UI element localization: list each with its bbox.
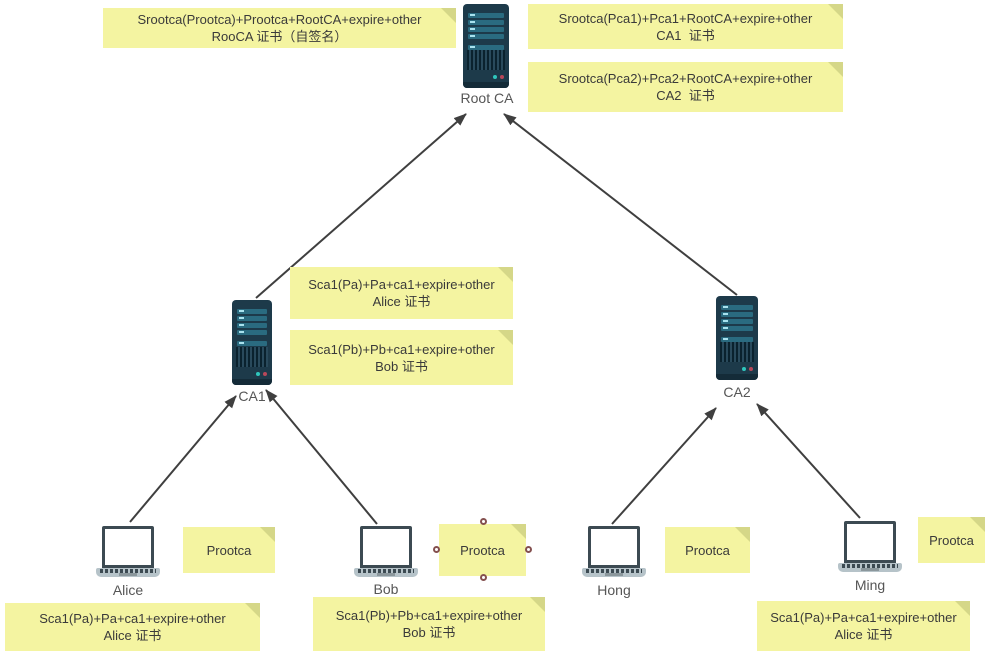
server-grille <box>720 342 754 363</box>
label-hong: Hong <box>597 582 631 598</box>
label-alice: Alice <box>112 582 144 598</box>
note-ca2-cert[interactable]: Srootca(Pca2)+Pca2+RootCA+expire+other C… <box>528 62 843 112</box>
label-ca2: CA2 <box>723 384 751 400</box>
arrow-hong-to-ca2[interactable] <box>611 407 717 525</box>
note-ming-cert-bottom[interactable]: Sca1(Pa)+Pa+ca1+expire+other Alice 证书 <box>757 601 970 651</box>
label-ca1: CA1 <box>238 388 266 404</box>
folded-corner-icon <box>260 527 275 542</box>
note-text: Sca1(Pb)+Pb+ca1+expire+other <box>308 341 495 357</box>
label-ming: Ming <box>854 577 886 593</box>
note-text: Alice 证书 <box>834 627 893 642</box>
status-dot-red <box>749 367 753 371</box>
folded-corner-icon <box>955 601 970 616</box>
note-text: Prootca <box>929 532 974 548</box>
laptop-screen <box>844 521 896 563</box>
note-text: Prootca <box>460 542 505 558</box>
server-base <box>463 82 509 88</box>
status-dot-teal <box>742 367 746 371</box>
arrow-alice-to-ca1[interactable] <box>129 395 237 523</box>
server-icon-ca1[interactable] <box>232 300 272 385</box>
folded-corner-icon <box>970 517 985 532</box>
folded-corner-icon <box>245 603 260 618</box>
note-text: Srootca(Prootca)+Prootca+RootCA+expire+o… <box>137 12 422 27</box>
note-text: CA2 证书 <box>656 88 715 103</box>
note-text: Alice 证书 <box>103 628 162 643</box>
laptop-icon-bob[interactable] <box>354 526 418 577</box>
server-base <box>716 374 758 380</box>
note-text: Sca1(Pa)+Pa+ca1+expire+other <box>770 610 957 625</box>
note-alice-cert-mid[interactable]: Sca1(Pa)+Pa+ca1+expire+other Alice 证书 <box>290 267 513 319</box>
note-bob-cert-bottom[interactable]: Sca1(Pb)+Pb+ca1+expire+other Bob 证书 <box>313 597 545 651</box>
selection-handle-right[interactable] <box>525 546 532 553</box>
note-ming-prootca[interactable]: Prootca <box>918 517 985 563</box>
selection-handle-bottom[interactable] <box>480 574 487 581</box>
laptop-keyboard <box>838 563 902 572</box>
note-bob-prootca[interactable]: Prootca <box>433 518 532 581</box>
laptop-icon-ming[interactable] <box>838 521 902 572</box>
note-text: Bob 证书 <box>402 625 456 640</box>
note-text: Bob 证书 <box>375 358 428 374</box>
note-text: Sca1(Pa)+Pa+ca1+expire+other <box>308 277 495 292</box>
folded-corner-icon <box>498 267 513 282</box>
note-text: Prootca <box>206 542 252 558</box>
server-grille <box>467 50 505 71</box>
folded-corner-icon <box>530 597 545 612</box>
note-alice-prootca[interactable]: Prootca <box>183 527 275 573</box>
status-dot-teal <box>256 372 260 376</box>
server-grille <box>236 346 268 368</box>
folded-corner-icon <box>441 8 456 23</box>
folded-corner-icon <box>498 330 513 345</box>
laptop-keyboard <box>96 568 160 577</box>
note-text: Srootca(Pca1)+Pca1+RootCA+expire+other <box>558 10 813 26</box>
note-bob-cert-mid[interactable]: Sca1(Pb)+Pb+ca1+expire+other Bob 证书 <box>290 330 513 385</box>
server-base <box>232 379 272 385</box>
status-dot-teal <box>493 75 497 79</box>
note-text: Sca1(Pb)+Pb+ca1+expire+other <box>335 608 523 623</box>
laptop-icon-hong[interactable] <box>582 526 646 577</box>
arrow-ming-to-ca2[interactable] <box>756 403 861 519</box>
folded-corner-icon <box>735 527 750 542</box>
status-dot-red <box>500 75 504 79</box>
note-hong-prootca[interactable]: Prootca <box>665 527 750 573</box>
note-ca1-cert[interactable]: Srootca(Pca1)+Pca1+RootCA+expire+other C… <box>528 4 843 49</box>
note-text: RooCA 证书（自签名） <box>211 29 348 44</box>
note-alice-cert-bottom[interactable]: Sca1(Pa)+Pa+ca1+expire+other Alice 证书 <box>5 603 260 651</box>
laptop-keyboard <box>582 568 646 577</box>
folded-corner-icon <box>828 4 843 19</box>
status-dot-red <box>263 372 267 376</box>
note-text: CA1 证书 <box>656 27 715 43</box>
server-icon-ca2[interactable] <box>716 296 758 380</box>
laptop-keyboard <box>354 568 418 577</box>
laptop-screen <box>588 526 640 568</box>
laptop-icon-alice[interactable] <box>96 526 160 577</box>
selection-handle-top[interactable] <box>480 518 487 525</box>
note-text: Alice 证书 <box>372 294 431 309</box>
arrow-ca2-to-rootca[interactable] <box>503 113 738 296</box>
label-bob: Bob <box>373 581 399 597</box>
laptop-screen <box>360 526 412 568</box>
note-text: Srootca(Pca2)+Pca2+RootCA+expire+other <box>558 71 813 86</box>
arrow-bob-to-ca1[interactable] <box>265 389 378 525</box>
note-text: Sca1(Pa)+Pa+ca1+expire+other <box>39 611 226 626</box>
note-text: Prootca <box>685 542 730 558</box>
laptop-screen <box>102 526 154 568</box>
note-rootca-cert[interactable]: Srootca(Prootca)+Prootca+RootCA+expire+o… <box>103 8 456 48</box>
selection-handle-left[interactable] <box>433 546 440 553</box>
folded-corner-icon <box>511 524 526 539</box>
label-root-ca: Root CA <box>460 90 514 106</box>
folded-corner-icon <box>828 62 843 77</box>
server-icon-root-ca[interactable] <box>463 4 509 88</box>
